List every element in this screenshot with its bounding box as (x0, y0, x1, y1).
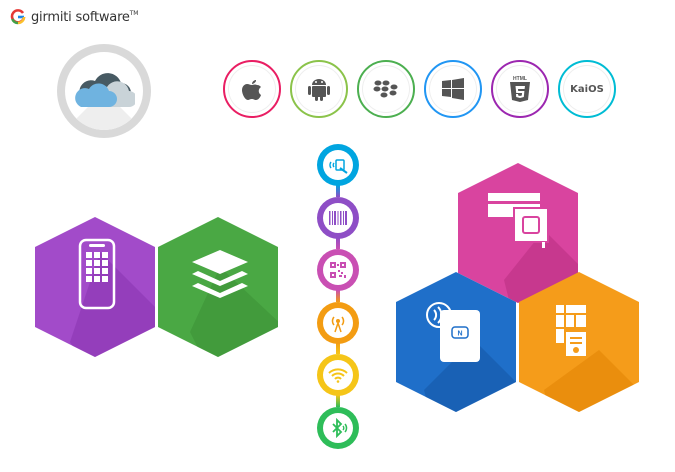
chain-connector (336, 237, 340, 249)
girmiti-g-icon (10, 9, 26, 25)
qr-code-badge[interactable] (317, 249, 359, 291)
chain-connector (336, 290, 340, 302)
antenna-badge[interactable] (317, 302, 359, 344)
nfc-hand-icon (329, 159, 348, 174)
bluetooth-badge[interactable] (317, 407, 359, 449)
right-hexagon-group: N (396, 163, 639, 412)
platform-blackberry[interactable] (357, 60, 415, 118)
windows-icon (442, 78, 464, 100)
platform-apple[interactable] (223, 60, 281, 118)
kaios-icon: KaiOS (570, 83, 604, 95)
cloud-icon (75, 73, 135, 107)
wifi-badge[interactable] (317, 354, 359, 396)
brand-logo[interactable]: girmiti softwareTM (10, 9, 138, 25)
platform-html5[interactable]: HTML (491, 60, 549, 118)
barcode-icon (329, 211, 347, 225)
cloud-badge (57, 44, 151, 138)
platform-kaios[interactable]: KaiOS (558, 60, 616, 118)
layers-icon (192, 250, 248, 298)
apple-icon (242, 80, 261, 100)
left-hexagon-group (35, 217, 278, 357)
html5-icon: HTML (510, 76, 530, 102)
card-terminal-icon (488, 193, 549, 248)
wifi-icon (328, 368, 348, 383)
barcode-badge[interactable] (317, 197, 359, 239)
platform-windows[interactable] (424, 60, 482, 118)
brand-name: girmiti softwareTM (31, 9, 139, 25)
nfc-card-icon: N (426, 302, 480, 362)
chain-connector (336, 342, 340, 354)
platform-android[interactable] (290, 60, 348, 118)
svg-text:N: N (457, 331, 462, 338)
android-icon (308, 79, 330, 101)
svg-text:HTML: HTML (513, 76, 527, 82)
antenna-icon (331, 316, 345, 333)
sim-chip-icon (556, 305, 586, 356)
chain-connector (336, 185, 340, 197)
bluetooth-icon (332, 418, 348, 438)
smartphone-icon (78, 238, 116, 310)
nfc-hand-badge[interactable] (317, 144, 359, 186)
chain-connector (336, 395, 340, 407)
blackberry-icon (373, 80, 398, 98)
qr-code-icon (330, 262, 346, 278)
